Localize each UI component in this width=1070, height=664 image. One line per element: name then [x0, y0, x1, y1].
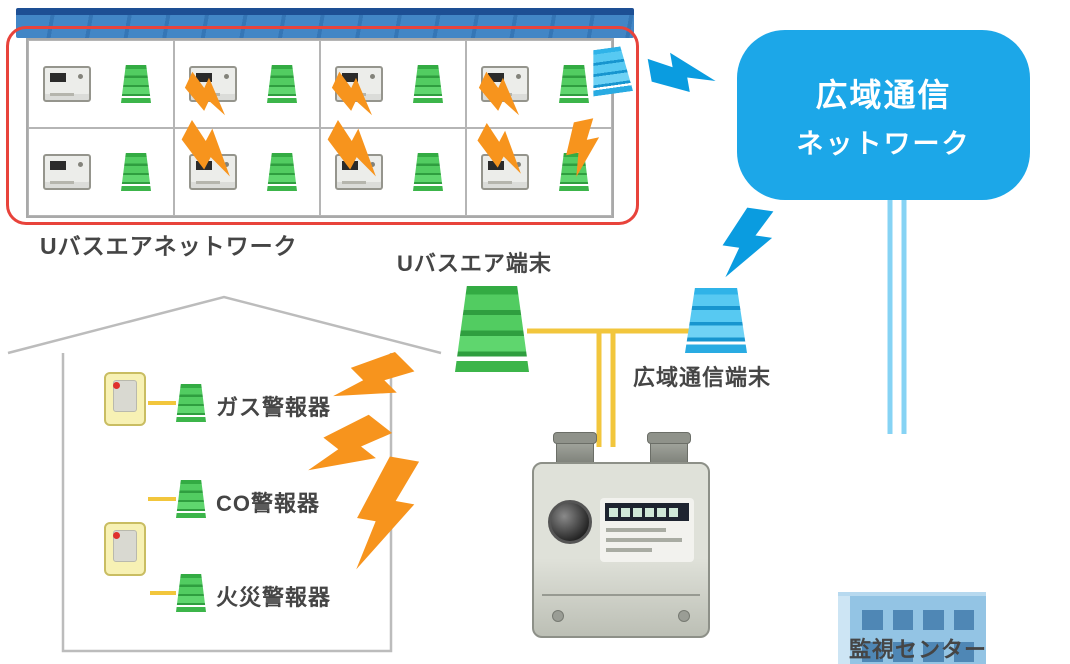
unit-ubus-terminal-icon — [559, 65, 589, 103]
gas-meter — [532, 432, 710, 638]
meter-slot — [488, 181, 512, 184]
monitoring-center-label: 監視センター — [849, 637, 988, 662]
unit-ubus-terminal-icon — [121, 153, 151, 191]
meter-slot — [342, 181, 366, 184]
alarm-led — [113, 532, 120, 539]
ubus-terminal-label: Uバスエア端末 — [397, 251, 552, 276]
co-alarm-label: CO警報器 — [216, 491, 321, 516]
unit-ubus-terminal-icon — [413, 65, 443, 103]
apartment-network-label: Uバスエアネットワーク — [40, 233, 298, 259]
meter-dot — [78, 162, 83, 167]
network-boundary-outline — [6, 26, 639, 225]
meter-dot — [78, 74, 83, 79]
meter-seam — [542, 594, 700, 596]
meter-slot — [50, 93, 74, 96]
meter-valve — [548, 500, 592, 544]
meter-slot — [50, 181, 74, 184]
wan-cloud-label-line2: ネットワーク — [796, 128, 971, 159]
lightning-bolt-blue-icon — [718, 205, 776, 283]
meter-lcd-line — [606, 538, 682, 542]
unit-gas-meter-icon — [43, 66, 91, 102]
building-window — [892, 642, 913, 662]
meter-display — [600, 498, 694, 562]
co-alarm-device — [104, 522, 146, 576]
fire-alarm-label: 火災警報器 — [216, 585, 332, 610]
unit-ubus-terminal-icon — [413, 153, 443, 191]
building-window — [862, 642, 883, 662]
wan-terminal-label: 広域通信端末 — [633, 365, 772, 390]
meter-screw — [552, 610, 564, 622]
building-window — [953, 610, 974, 630]
unit-ubus-terminal-icon — [121, 65, 151, 103]
wan-cloud: 広域通信 ネットワーク — [737, 30, 1030, 200]
meter-lcd-line — [606, 528, 666, 532]
building-window — [953, 642, 974, 662]
wan-cloud-label-line1: 広域通信 — [815, 76, 952, 113]
gas-alarm-terminal-icon — [176, 384, 206, 422]
building-window — [923, 610, 944, 630]
meter-body — [532, 462, 710, 638]
apartment-unit — [28, 128, 174, 216]
meter-slot — [196, 181, 220, 184]
lightning-bolt-icon — [348, 452, 422, 578]
co-alarm-terminal-icon — [176, 480, 206, 518]
meter-screen — [50, 161, 66, 170]
meter-lcd-screen — [605, 503, 689, 521]
monitoring-windows — [862, 610, 974, 664]
monitoring-center-building — [838, 592, 986, 664]
apartment-roof — [16, 8, 634, 38]
meter-screw — [678, 610, 690, 622]
unit-ubus-terminal-icon — [267, 65, 297, 103]
ubus-air-terminal — [455, 286, 529, 372]
lightning-bolt-blue-icon — [647, 45, 717, 99]
meter-lcd-line — [606, 548, 652, 552]
alarm-led — [113, 382, 120, 389]
fire-alarm-terminal-icon — [176, 574, 206, 612]
building-window — [892, 610, 913, 630]
lightning-bolt-icon — [327, 337, 417, 427]
gas-alarm-device — [104, 372, 146, 426]
apartment-unit — [28, 40, 174, 128]
house-roof-outline — [7, 295, 442, 355]
building-window — [923, 642, 944, 662]
wan-terminal — [685, 288, 747, 353]
meter-screen — [50, 73, 66, 82]
gas-alarm-label: ガス警報器 — [216, 395, 332, 420]
unit-ubus-terminal-icon — [267, 153, 297, 191]
unit-gas-meter-icon — [43, 154, 91, 190]
building-window — [862, 610, 883, 630]
